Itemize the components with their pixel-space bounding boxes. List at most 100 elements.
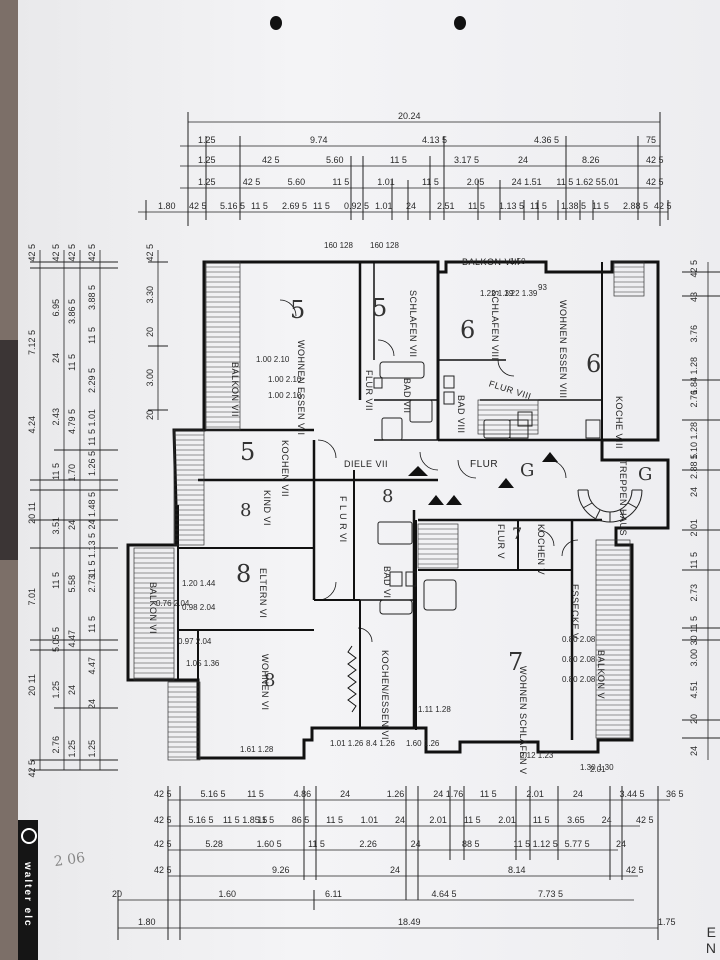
dimension-label: 3.00 [689,648,699,667]
dimension-label: 7.01 [27,588,37,606]
dimension-label: 11 5 [422,177,439,187]
dimension-label: 18.49 [398,917,421,927]
opening-dimension-label: 0.98 2.04 [182,603,216,612]
dimension-label: 11 5 1.01 [87,409,97,447]
room-label-schlafen-vii: SCHLAFEN VII [408,290,418,358]
plan-sheet: BALKON VIII WOHNEN ESSEN VIII SCHLAFEN V… [18,0,720,960]
dimension-label: 2.01 [526,789,544,799]
opening-dimension-label: 1.20 1.44 [182,579,216,588]
dimension-label: 24 [51,353,61,364]
opening-dimension-label: 1.05 1.36 [186,659,220,668]
floor-plan-drawing [30,112,720,940]
room-label-essecke-v: ESSECKE V [570,584,580,640]
dimension-label: 24 [572,789,583,799]
dimension-label: 2.29 5 [87,368,97,394]
dimension-label: 24 [406,201,417,211]
dimension-label: 5.05 5 [51,626,61,652]
dimension-label: 4.13 5 [422,135,448,145]
dimension-label: 20 [689,713,699,724]
dimension-label: 5.28 [205,839,223,849]
dimension-label: 1.01 [360,815,379,825]
dimension-label: 3.44 5 [619,789,645,799]
punch-hole-right [454,16,466,30]
room-label-balkon-v: BALKON V [596,650,606,700]
room-label-flur-v: FLUR V [496,524,506,560]
dimension-label: 1.25 [198,135,216,145]
dimension-label: 43 [689,292,699,303]
dimension-label: 24 1.48 5 [87,492,97,530]
dimension-label: 1.01 [377,177,395,187]
opening-dimension-label: 0.76 2.04 [156,599,190,608]
opening-dimension-label: 1.00 2.10 [256,355,290,364]
dimension-label: 2.76 [689,389,699,408]
room-label-kochen-v: KOCHEN V [536,524,546,576]
dimension-label: 11 5 [689,551,699,569]
dimension-label: 1.60 [218,889,237,899]
dimension-label: 42 5 [636,815,654,825]
room-label-flur: FLUR [470,459,499,470]
dimension-label: 24 [689,746,699,757]
dimension-label: 1.38 5 [561,201,587,211]
dimension-label: 2.05 [466,177,485,187]
room-label-schlafen-viii: SCHLAFEN VIII [490,290,500,361]
dimension-label: 11 5 [247,789,264,799]
room-label-koche-viii: KOCHE VIII [614,396,624,450]
dimension-label: 20 11 [27,674,37,696]
room-label-flur-vi: F L U R VI [338,496,348,543]
dimension-label: 1.26 5 [87,450,97,476]
opening-dimension-label: 0.80 2.08 [562,635,596,644]
room-label-treppenhaus: TREPPEN HAUS [618,460,628,537]
dimension-label: 42 5 [27,760,37,778]
dimension-label: 4.47 [67,629,77,648]
dimension-label: 20.24 [398,111,421,121]
room-label-balkon-vi: BALKON VI [148,582,158,635]
dimension-label: 11 5 [87,326,97,344]
dimension-label: 1.80 [138,917,156,927]
dimension-label: 6.11 [325,889,342,899]
dimension-label: 42 5 [154,839,172,849]
dimension-label: 42 5 [626,865,644,875]
dimension-label: 42 5 [154,865,172,875]
dimension-label: 24 [616,839,627,849]
dimension-label: 11 5 [532,815,550,825]
opening-dimension-label: 1.50 [510,257,526,266]
dimension-label: 24 [67,519,77,530]
dimension-label: 42 5 [646,177,664,187]
dimension-label: 5.60 [287,177,306,187]
opening-dimension-label: 1.30 [580,763,596,772]
dimension-label: 7.73 5 [538,889,564,899]
room-label-kochen-essen-vi: KOCHEN/ESSEN VI [380,650,390,741]
dimension-label: 11 5 [51,462,61,480]
room-label-wohnen-schlafen-v: WOHNEN SCHLAFEN V [518,666,528,775]
dimension-label: 42 5 [27,244,37,262]
opening-dimension-label: 2.01 [590,765,606,774]
room-label-bad-vii: BAD VII [402,378,412,414]
dimension-label: 1.25 [67,740,77,758]
room-label-balkon-vii: BALKON VII [230,362,240,418]
dimension-label: 24 1.76 [433,789,464,799]
dimension-label: 2.69 5 [282,201,308,211]
dimension-label: 24 1.51 [511,177,542,187]
opening-dimension-label: 93 [538,283,547,292]
dimension-label: 11 5 [468,201,485,211]
dimension-label: 2.88 5 [623,201,649,211]
dimension-label: 3.76 [689,324,699,343]
dimension-label: 42 5 [189,201,207,211]
opening-dimension-label: 1.22 1.39 [480,289,514,298]
dimension-label: 42 5 [67,244,77,262]
opening-dimension-label: 0.80 2.08 [562,675,596,684]
dimension-label: 2.01 [689,519,699,537]
dimension-label: 42 5 [87,244,97,262]
dimension-label: 4.86 [293,789,312,799]
dimension-label: 42 5 [262,155,280,165]
dimension-label: 1.75 [658,917,676,927]
dimension-label: 20 [112,889,123,899]
dimension-label: 24 [689,486,699,497]
unit-number-6b: 6 [586,350,602,378]
room-label-wohnen-vi: WOHNEN VI [260,654,270,711]
dimension-label: 11 5 [67,354,77,372]
dimension-label: 11 5 [530,201,547,211]
corner-title-fragment: E N [706,924,716,956]
unit-number-5: 5 [290,296,306,324]
dimension-label: 0.92 5 [344,201,370,211]
